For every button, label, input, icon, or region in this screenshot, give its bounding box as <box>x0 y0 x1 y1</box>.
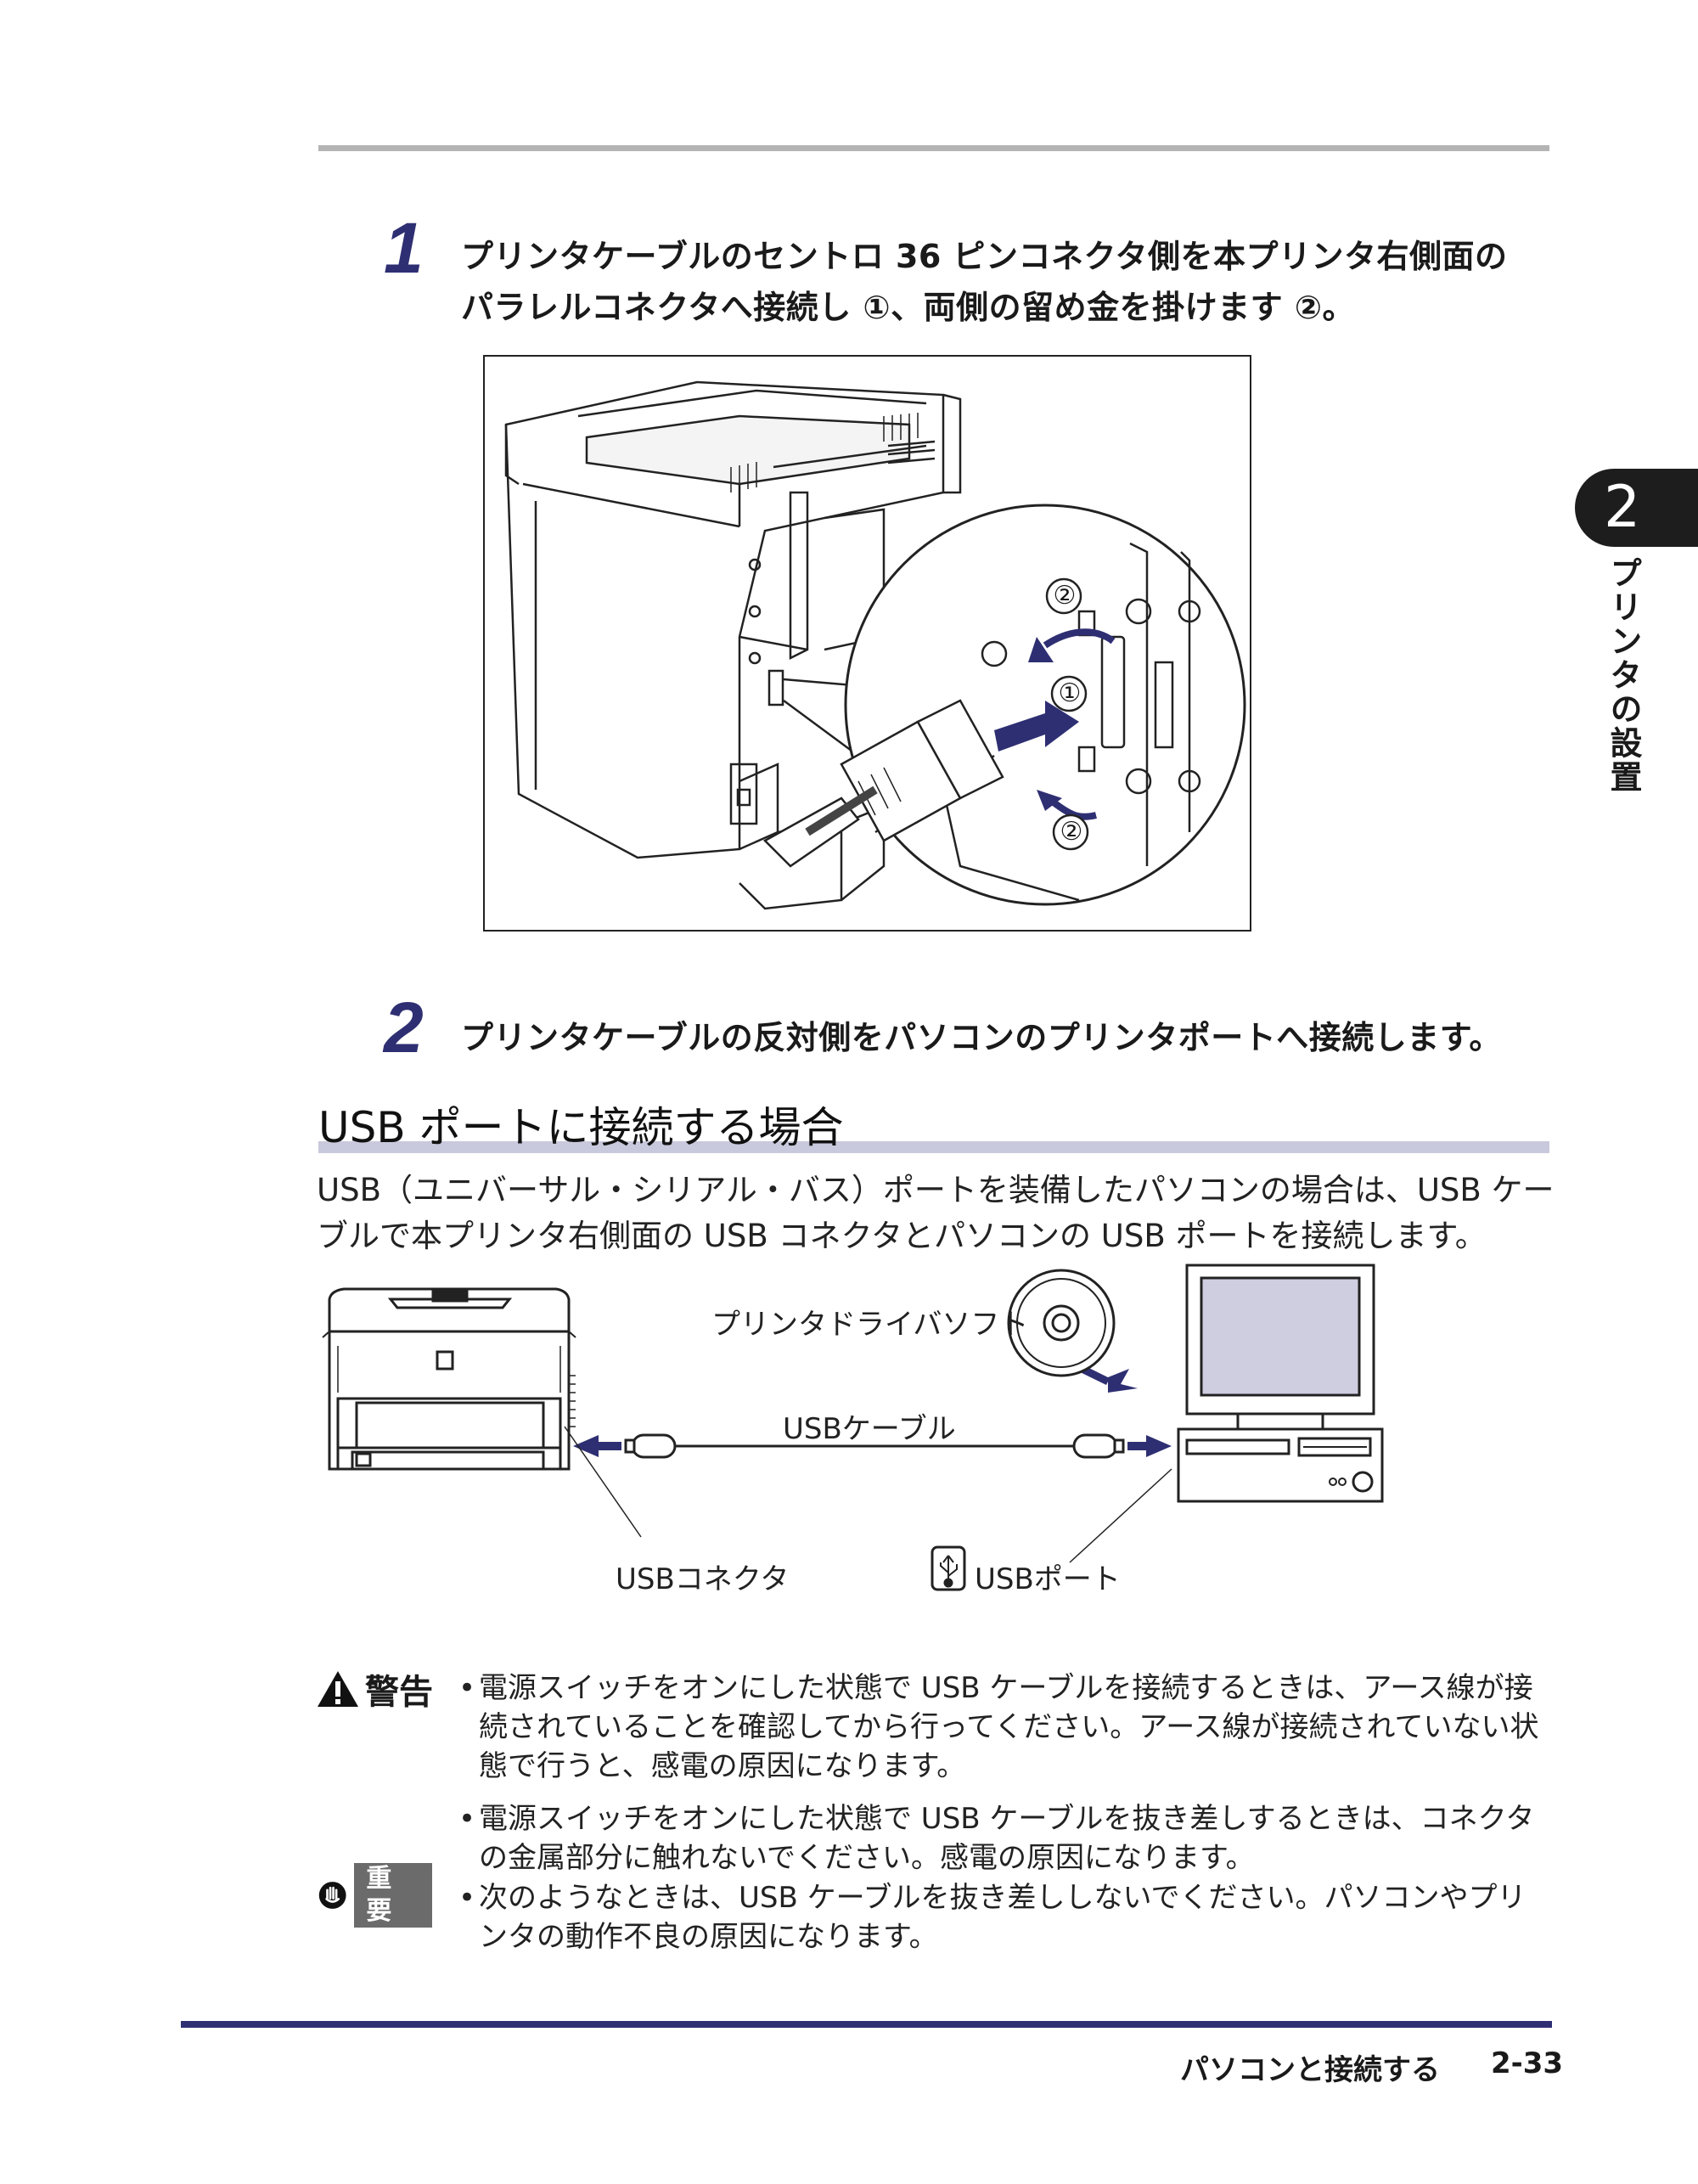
chapter-title-vertical: プリンタの設置 <box>1605 556 1642 794</box>
section-body: USB（ユニバーサル・シリアル・バス）ポートを装備したパソコンの場合は、USB … <box>317 1172 1555 1254</box>
usb-cable-icon <box>624 1433 1125 1459</box>
usb-cable-label: USBケーブル <box>783 1412 956 1446</box>
usb-connector-label: USBコネクタ <box>616 1562 790 1596</box>
stop-hand-icon <box>318 1882 346 1909</box>
chapter-tab: 2 <box>1575 469 1698 547</box>
warning-label: 警告 <box>316 1664 433 1714</box>
important-label: 重要 <box>318 1863 432 1928</box>
step-1-number: 1 <box>384 208 424 288</box>
important-label-text: 重要 <box>354 1863 432 1928</box>
usb-connection-diagram <box>322 1264 1384 1591</box>
warning-list: 電源スイッチをオンにした状態で USB ケーブルを接続するときは、アース線が接続… <box>458 1669 1554 1891</box>
chapter-number: 2 <box>1604 474 1641 541</box>
page-number: 2-33 <box>1491 2046 1564 2080</box>
warning-item-2: 電源スイッチをオンにした状態で USB ケーブルを抜き差しするときは、コネクタの… <box>458 1799 1554 1877</box>
section-heading: USB ポートに接続する場合 <box>318 1102 1549 1153</box>
usb-port-label: USBポート <box>975 1562 1121 1596</box>
usb-port-icon <box>931 1545 966 1591</box>
callout-2-bottom: ② <box>1060 817 1083 847</box>
step-1-text: プリンタケーブルのセントロ 36 ピンコネクタ側を本プリンタ右側面の パラレルコ… <box>461 231 1556 333</box>
important-item-1: 次のようなときは、USB ケーブルを抜き差ししないでください。パソコンやプリンタ… <box>458 1878 1554 1956</box>
important-list: 次のようなときは、USB ケーブルを抜き差ししないでください。パソコンやプリンタ… <box>458 1878 1554 1970</box>
step-1-line-2: パラレルコネクタへ接続し ①、両側の留め金を掛けます ②。 <box>461 289 1356 326</box>
printer-parallel-figure: ② ① ② <box>483 355 1251 932</box>
section-title: USB ポートに接続する場合 <box>318 1103 844 1152</box>
warning-label-text: 警告 <box>365 1673 433 1712</box>
driver-software-label: プリンタドライバソフト <box>711 1308 1029 1342</box>
section-heading-bar <box>318 1141 1549 1153</box>
warning-item-1: 電源スイッチをオンにした状態で USB ケーブルを接続するときは、アース線が接続… <box>458 1669 1554 1786</box>
footer-title: パソコンと接続する <box>1180 2053 1440 2087</box>
step-1-line-1: プリンタケーブルのセントロ 36 ピンコネクタ側を本プリンタ右側面の <box>461 238 1508 275</box>
warning-triangle-icon <box>318 1671 358 1707</box>
computer-icon <box>1177 1264 1384 1503</box>
callout-2-top: ② <box>1053 581 1077 611</box>
right-arrow-icon <box>1127 1435 1172 1457</box>
step-2-text: プリンタケーブルの反対側をパソコンのプリンタポートへ接続します。 <box>461 1019 1502 1056</box>
step-2-number: 2 <box>384 988 424 1067</box>
cd-icon <box>1007 1269 1116 1377</box>
top-rule <box>318 145 1549 151</box>
bottom-rule <box>181 2021 1552 2028</box>
printer-front-icon <box>322 1287 576 1471</box>
printer-parallel-illustration <box>504 380 1246 910</box>
callout-1: ① <box>1058 678 1082 708</box>
left-arrow-icon <box>573 1435 621 1457</box>
